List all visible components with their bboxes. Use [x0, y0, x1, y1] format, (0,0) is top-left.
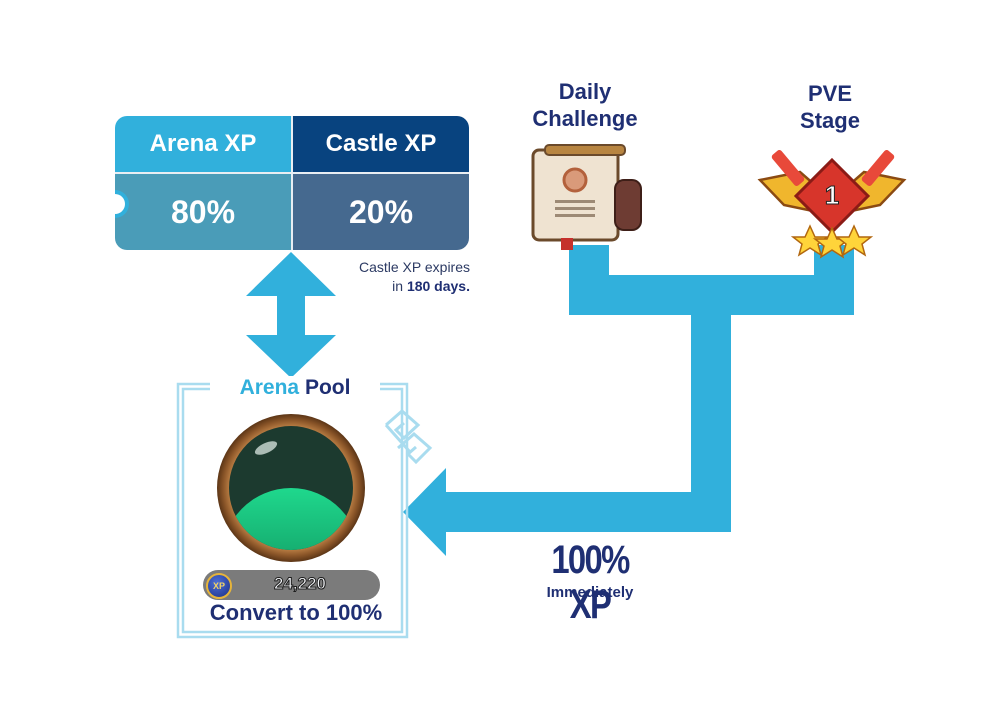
- arena-pool-title: Arena Pool: [220, 376, 370, 400]
- greek-key-ornament: [384, 409, 433, 465]
- table-divider-horizontal: [115, 172, 469, 174]
- xp-coin-icon: XP: [206, 573, 232, 599]
- flow-subline: Immediately: [546, 584, 634, 601]
- expiry-days: 180 days.: [406, 278, 470, 294]
- double-arrow: [246, 252, 336, 378]
- pool-frame: [176, 382, 409, 639]
- daily-label-line2: Challenge: [532, 106, 638, 131]
- pve-stage-label: PVE Stage: [760, 80, 900, 134]
- source-connector: [403, 245, 854, 556]
- expiry-note-prefix: in: [392, 278, 407, 294]
- arena-xp-percent: 80%: [115, 174, 291, 250]
- convert-button[interactable]: Convert to 100%: [209, 600, 383, 625]
- pool-title-part1: Arena: [239, 376, 300, 399]
- daily-label-line1: Daily: [558, 79, 612, 104]
- expiry-note-line1: Castle XP expires: [358, 259, 470, 275]
- xp-split-table: Arena XP Castle XP 80% 20%: [115, 116, 469, 250]
- castle-xp-header: Castle XP: [293, 116, 469, 172]
- flow-headline: 100% XP: [551, 538, 630, 627]
- pve-label-line2: Stage: [800, 108, 860, 133]
- castle-xp-expiry-note: Castle XP expires in 180 days.: [320, 258, 470, 296]
- castle-xp-percent: 20%: [293, 174, 469, 250]
- table-notch: [115, 194, 125, 214]
- arena-xp-header: Arena XP: [115, 116, 291, 172]
- xp-amount: 24,220: [274, 574, 327, 594]
- pool-orb-liquid: [229, 488, 353, 550]
- pool-title-part2: Pool: [304, 376, 351, 399]
- daily-challenge-label: Daily Challenge: [505, 78, 665, 132]
- pve-label-line1: PVE: [807, 81, 853, 106]
- table-divider-vertical: [291, 116, 293, 250]
- xp-amount-bar: [203, 570, 380, 600]
- scroll-icon: [531, 144, 642, 250]
- stage-badge-number: 1: [824, 180, 840, 211]
- stage-badge-icon: [757, 150, 907, 259]
